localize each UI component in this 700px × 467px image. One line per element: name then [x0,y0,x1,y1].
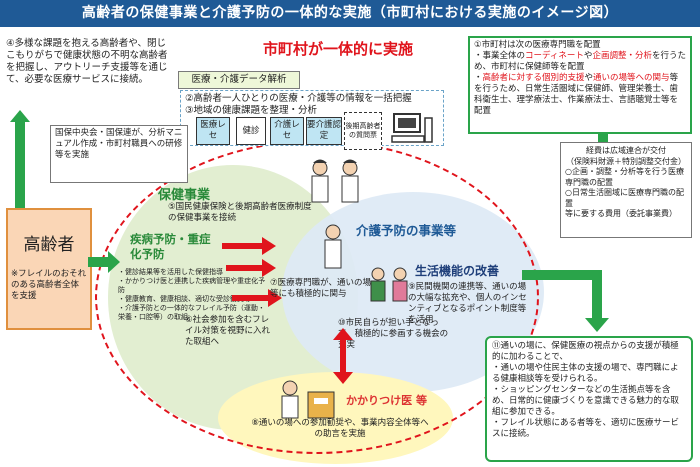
funding-box: 経費は広域連合が交付 （保険料財源＋特別調整交付金） ○企画・調整・分析等を行う… [560,142,692,238]
staffing-box: ①市町村は次の医療専門職を配置 ・事業全体のコーディネートや企画調整・分析を行う… [468,36,692,134]
outcome-line-4: ・フレイル状態にある者等を、適切に医療サービスに接続。 [492,418,680,439]
outcome-line-1: ⑪通いの場に、保健医療の視点からの支援が積極的に加わることで、 [492,341,679,362]
staffing-kayoi: 通いの場等への関与 [593,73,670,83]
red-arrow-1-head [262,237,276,255]
chip-checkup: 健診 [236,117,266,145]
outcome-box: ⑪通いの場に、保健医療の視点からの支援が積極的に加わることで、 ・通いの場や住民… [485,336,693,462]
doctor-clinic-icon [281,380,335,419]
function-improvement-title: 生活機能の改善 [415,264,500,278]
disease-bullets: ・健診結果等を活用した保健指導 ・かかりつけ医と連携した疾病管理や重症化予防 ・… [118,268,268,322]
staffing-individual-support: 高齢者に対する個別的支援 [482,73,585,83]
red-arrow-2-head [262,259,276,277]
funding-line-4: ○日常生活圏域に医療専門職の配置 [565,188,684,208]
elderly-title: 高齢者 [23,235,75,255]
staffing-line-2b: を行うため、市町村に保健師等を配置 [474,51,686,72]
elderly-people-icon [370,267,408,302]
arrow-down-2-head [585,318,609,332]
bullet-3: ・健康教育、健康相談、適切な受診勧奨等 [118,295,251,303]
outcome-line-3: ・ショッピングセンターなどの生活拠点等を含め、日常的に健康づくりを意識できる魅力… [492,385,679,417]
staffing-bullet: ・ [474,73,483,83]
note-6: ⑥社会参加を含むフレイル対策を視野に入れた取組へ [185,315,271,347]
health-project-title: 保健事業 [158,188,211,203]
page-title: 高齢者の保健事業と介護予防の一体的な実施（市町村における実施のイメージ図） [0,0,700,27]
red-arrow-3-head [268,289,282,307]
staffing-line-2: ・事業全体のコーディネートや企画調整・分析を行うため、市町村に保健師等を配置 [474,51,686,73]
funding-line-3: ○企画・調整・分析等を行う医療専門職の配置 [565,167,684,187]
note-10: ⑩市民自らが担い手となって、積極的に参画する機会の充実 [338,318,449,350]
funding-line-5: 等に要する費用（委託事業費） [565,209,677,218]
arrow-right-2-shaft [522,270,602,280]
arrow-right-shaft [88,257,110,267]
note-7: ⑦医療専門職が、通いの場等にも積極的に関与 [270,278,371,299]
arrow-up-head [10,110,30,122]
note-9: ⑨民間機関の連携等、通いの場の大幅な拡充や、個人のインセンティブとなるポイント制… [408,282,527,325]
red-arrow-3-shaft [232,295,268,301]
elderly-sub: ※フレイルのおそれのある高齢者全体を支援 [11,269,87,301]
chip-medical-receipt: 医療レセ [196,117,230,145]
professionals-icon [311,159,359,203]
staffing-line-2a: ・事業全体の [474,51,526,61]
bullet-2: ・かかりつけ医と連携した疾病管理や重症化予防 [118,277,266,294]
medical-professional-icon [324,224,342,269]
elderly-box: 高齢者 ※フレイルのおそれのある高齢者全体を支援 [6,208,92,330]
staffing-ya-2: や [584,73,594,83]
family-doctor-title: かかりつけ医 等 [346,394,427,407]
bullet-4: ・介護予防との一体的なフレイル予防（運動・栄養・口腔等）の取組 [118,304,265,321]
outreach-note: ④多様な課題を抱える高齢者や、閉じこもりがちで健康状態の不明な高齢者を把握し、ア… [6,38,168,85]
national-support-box: 国保中央会・国保連が、分析マニュアル作成・市町村職員への研修等を実施 [50,125,188,183]
red-vertical-arrow-shaft [340,338,346,374]
note-5: ⑤国民健康保険と後期高齢者医療制度の保健事業を接続 [168,202,312,223]
staffing-line-3: ・高齢者に対する個別的支援や通いの場等への関与等を行うため、日常生活圏域に保健師… [474,73,686,117]
staffing-coordinate: コーディネート [525,51,584,61]
bullet-1: ・健診結果等を活用した保健指導 [118,268,223,276]
staffing-ya-1: や [583,51,593,61]
arrow-down-2-shaft [592,270,602,320]
computer-icon [391,113,433,143]
main-heading: 市町村が一体的に実施 [262,40,413,58]
staffing-line-1: ①市町村は次の医療専門職を配置 [474,40,601,50]
funding-line-1: 経費は広域連合が交付 [586,146,666,155]
arrow-right-head [108,251,120,273]
red-arrow-1-shaft [222,243,262,249]
data-item-2: ③地域の健康課題を整理・分析 [185,105,318,116]
red-vertical-arrow-up [333,328,353,340]
chip-questionnaire: 後期高齢者の質問票 [344,112,382,150]
care-project-title: 介護予防の事業等 [356,223,457,238]
staffing-line-3b: 等を行うため、日常生活圏域に保健師、管理栄養士、歯科衛生士、理学療法士、作業療法… [474,73,679,116]
red-arrow-2-shaft [226,265,262,271]
arrow-up-shaft [15,120,25,208]
data-analysis-label: 医療・介護データ解析 [178,71,300,89]
funding-line-2: （保険料財源＋特別調整交付金） [566,156,686,166]
chip-care-receipt: 介護レセ [270,117,304,145]
outcome-line-2: ・通いの場や住民主体の支援の場で、専門職による健康相談等を受けられる。 [492,363,679,384]
disease-prevention-title: 疾病予防・重症化予防 [130,232,211,261]
data-item-1: ②高齢者一人ひとりの医療・介護等の情報を一括把握 [185,93,412,104]
red-vertical-arrow-down [333,372,353,384]
staffing-planning: 企画調整・分析 [592,51,652,61]
note-8: ⑧通いの場への参加勧奨や、事業内容全体等への助言を実施 [251,418,429,439]
chip-care-certification: 要介護認定 [306,117,342,145]
arrow-down-1-shaft [598,134,608,146]
